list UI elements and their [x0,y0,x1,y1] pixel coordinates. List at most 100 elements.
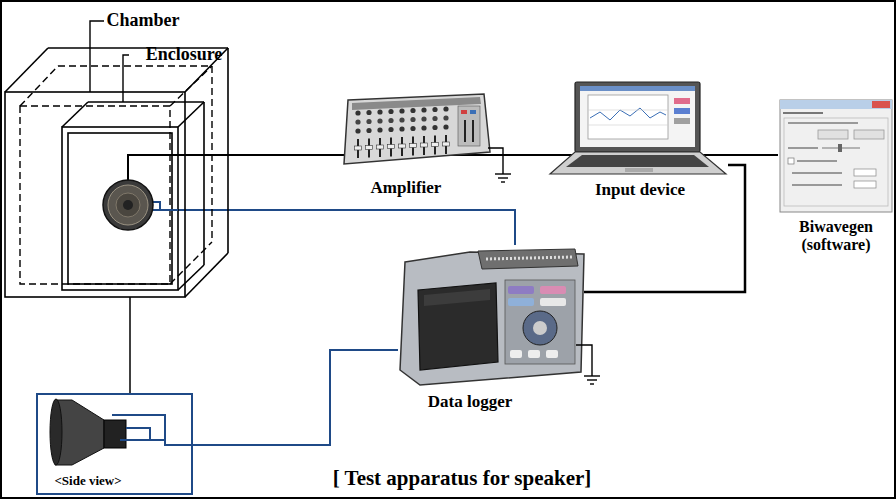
mixer-master [458,106,480,146]
window-text [788,147,818,149]
window-text [797,160,837,162]
chamber-box: ChamberEnclosure [5,92,185,297]
window-checkbox [788,158,794,164]
diagram-title: [ Test apparatus for speaker] [333,466,592,490]
leader-line [123,55,129,102]
window-titlebar [780,100,892,109]
node-label: Amplifier [371,178,442,198]
software-window [780,100,892,212]
window-text [792,184,842,186]
enclosure-box [62,102,204,290]
ground-bar [584,375,600,376]
chamber-inner-dashed [20,66,212,284]
speaker-side-rim [50,399,62,465]
laptop-display [580,86,695,147]
laptop-chart [588,95,668,139]
logger-glare [424,289,490,306]
channel-strip [443,106,450,154]
laptop-grid [588,110,668,111]
ground-wire [488,148,503,174]
node-label: Enclosure [146,44,223,65]
window-group [784,118,888,206]
mixer-body [344,94,490,164]
laptop-screen [575,82,700,152]
laptop-base [550,152,726,174]
chamber-edge [227,48,229,253]
chamber-inner-edge [20,66,58,106]
window-text [792,172,842,174]
speaker-cone [108,185,148,225]
ground-bar [495,173,511,174]
mixer-button [470,110,476,114]
logger-button [540,298,566,306]
enclosure-front [62,127,178,290]
chamber-box [5,48,228,297]
speaker-front [103,180,153,230]
chamber-inner-edge [58,65,212,66]
laptop-legend [674,118,690,124]
window-frame [780,100,892,212]
data-logger [400,249,584,385]
window-menu [783,112,823,114]
speaker-rim [103,180,153,230]
ground-symbol [584,376,600,384]
leader-line [90,21,104,92]
window-button [854,130,884,139]
enclosure-edge [88,101,204,103]
channel-strip [410,108,417,156]
node-label: Data logger [428,392,513,412]
channel-strip [399,108,406,156]
side-view-box: <Side view> [36,393,193,495]
sensor-wire [126,428,150,440]
software-window: Biwavegen (software) [778,98,896,268]
logger-button [540,286,566,294]
speaker-cone-ring [116,193,140,217]
speaker-dustcap [123,200,133,210]
signal-wire [193,350,398,445]
laptop-legend [674,108,690,114]
logger-body [400,252,584,385]
window-input [854,169,876,176]
logger-button [546,350,558,358]
chamber-edge [5,48,48,92]
sensor-wire [112,415,193,445]
channel-strip [355,110,362,158]
channel-strip [366,110,373,158]
laptop-legend [674,98,690,104]
input-device: Input device [548,78,728,204]
laptop [550,82,726,174]
chamber-inner-edge [170,66,212,106]
enclosure-box: Enclosure [62,127,178,290]
sensor-wire [120,439,165,441]
logger-dial-center [533,321,547,335]
mixer-fader [464,120,466,142]
laptop-grid [588,125,668,126]
ground-bar [498,177,508,178]
ground-bar [587,379,597,380]
laptop-titlebar [580,86,695,91]
window-button [818,130,848,139]
signal-wire [129,297,131,393]
logger-button [508,286,534,294]
chamber-front [5,92,185,297]
logger-button [528,350,540,358]
channel-strip [377,109,384,157]
ground-bar [590,383,594,384]
signal-wire [584,165,745,292]
logger-pins [486,257,572,259]
enclosure-edge [178,102,204,127]
speaker-side [50,399,193,465]
enclosure-edge [62,102,88,127]
laptop-touchpad [625,168,653,172]
node-label: <Side view> [54,474,121,489]
window-input [854,181,876,188]
ground-wire [576,345,592,376]
chamber-inner-edge [211,66,212,242]
window-close [872,101,890,108]
logger-screen [418,283,498,370]
node-label: Chamber [107,10,180,31]
laptop-keyboard [566,155,709,167]
mixer-button [461,110,467,114]
